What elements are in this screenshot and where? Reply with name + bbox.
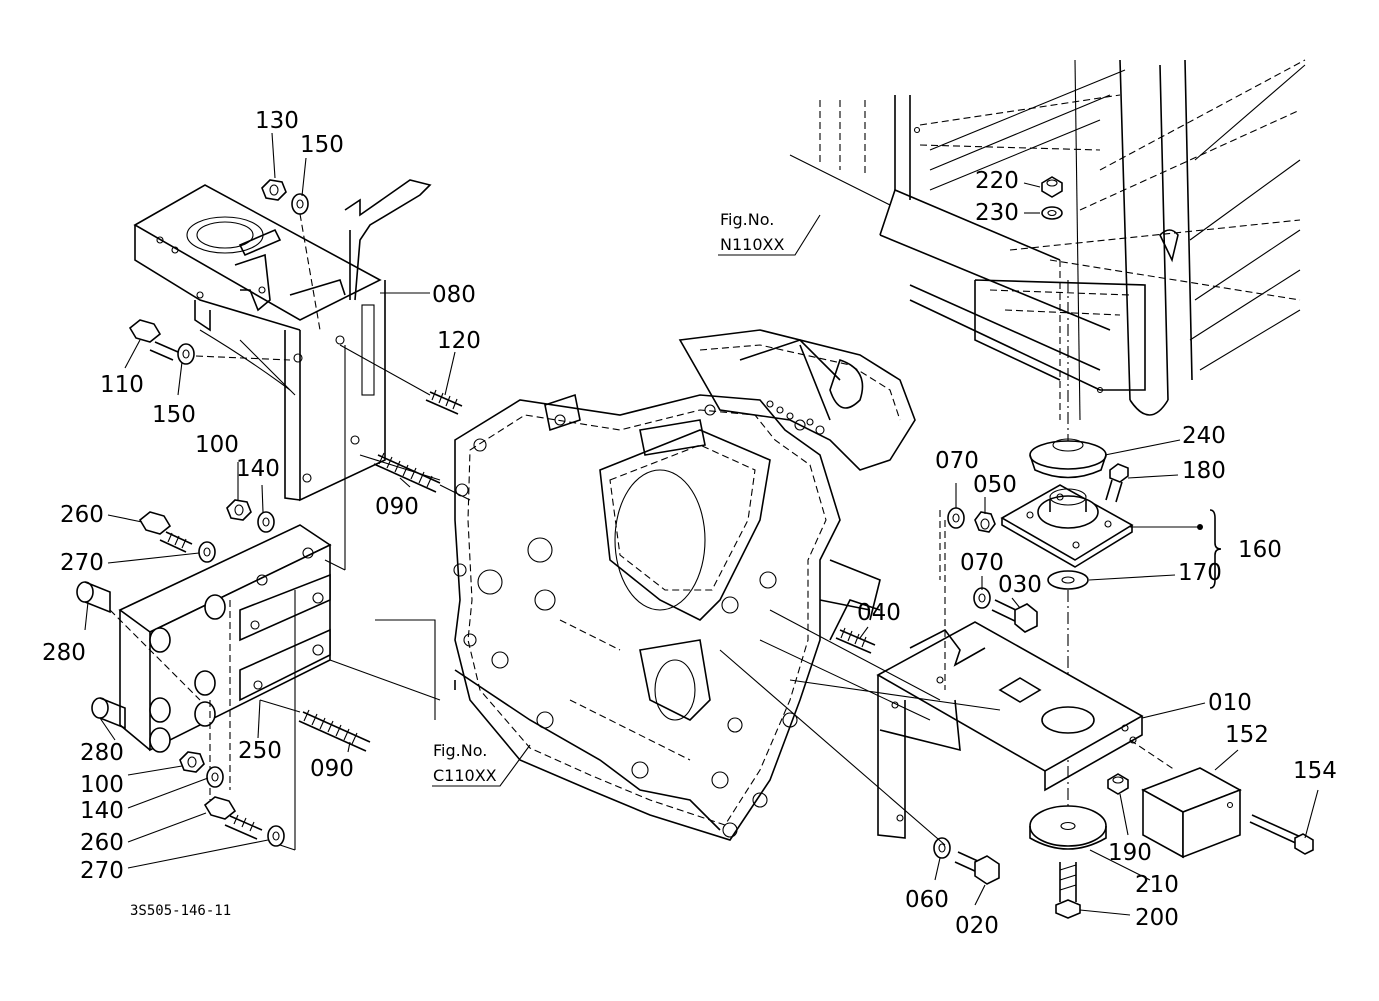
label-260-lower: 260	[80, 830, 124, 856]
label-230: 230	[975, 200, 1019, 226]
fig-ref-n110xx: Fig.No. N110XX	[720, 210, 784, 254]
fig-ref-center-line2: C110XX	[433, 766, 497, 785]
label-070-upper: 070	[935, 448, 979, 474]
engine-mount-160	[1000, 484, 1203, 568]
bolt-260-upper	[138, 511, 193, 553]
label-220: 220	[975, 168, 1019, 194]
label-170: 170	[1178, 560, 1222, 586]
label-020: 020	[955, 913, 999, 939]
leader-lines	[84, 132, 1319, 916]
washer-230	[1041, 206, 1063, 220]
cushion-210	[1029, 805, 1107, 850]
nut-190	[1107, 773, 1129, 795]
washer-060	[933, 837, 951, 859]
label-070-lower: 070	[960, 550, 1004, 576]
pin-280-lower	[91, 697, 126, 730]
washer-150-mid	[177, 343, 195, 365]
stud-090-upper	[373, 452, 441, 493]
label-190: 190	[1108, 840, 1152, 866]
nut-100-upper	[226, 499, 252, 521]
washer-070-lower	[973, 587, 991, 609]
label-150-mid: 150	[152, 402, 196, 428]
stud-090-lower	[298, 709, 371, 752]
washer-150-top	[291, 193, 309, 215]
bracket-080	[133, 179, 432, 502]
label-100-upper: 100	[195, 432, 239, 458]
label-250: 250	[238, 738, 282, 764]
part-labels: 130 150 080 110 150 120 100 140 090 260 …	[42, 108, 1337, 939]
washer-140-lower	[206, 766, 224, 788]
label-040: 040	[857, 600, 901, 626]
label-154: 154	[1293, 758, 1337, 784]
label-090-lower: 090	[310, 756, 354, 782]
label-200: 200	[1135, 905, 1179, 931]
washer-270-upper	[198, 541, 216, 563]
washer-170	[1047, 570, 1089, 590]
fig-ref-top-line1: Fig.No.	[720, 210, 774, 229]
label-010: 010	[1208, 690, 1252, 716]
fig-ref-center-line1: Fig.No.	[433, 741, 487, 760]
transmission-case	[453, 329, 916, 841]
label-180: 180	[1182, 458, 1226, 484]
washer-140-upper	[257, 511, 275, 533]
label-050: 050	[973, 472, 1017, 498]
bolt-260-lower	[203, 796, 263, 840]
label-280-lower: 280	[80, 740, 124, 766]
label-110: 110	[100, 372, 144, 398]
label-120: 120	[437, 328, 481, 354]
label-152: 152	[1225, 722, 1269, 748]
label-270-lower: 270	[80, 858, 124, 884]
label-060: 060	[905, 887, 949, 913]
label-160: 160	[1238, 537, 1282, 563]
block-152	[1141, 767, 1242, 859]
cab-frame	[789, 59, 1306, 421]
nut-100-lower	[179, 751, 205, 773]
plate-250	[118, 524, 332, 753]
washer-270-lower	[267, 825, 285, 847]
bolt-154	[1249, 814, 1314, 855]
label-240: 240	[1182, 423, 1226, 449]
group-bracket-160	[1209, 509, 1222, 589]
label-030: 030	[998, 572, 1042, 598]
fig-ref-c110xx: Fig.No. C110XX	[433, 741, 497, 785]
bolt-200	[1055, 862, 1081, 919]
label-130: 130	[255, 108, 299, 134]
label-270-upper: 270	[60, 550, 104, 576]
label-280-upper: 280	[42, 640, 86, 666]
pin-280-upper	[76, 581, 111, 614]
fig-ref-top-line2: N110XX	[720, 235, 784, 254]
cushion-240	[1029, 438, 1107, 479]
label-100-lower: 100	[80, 772, 124, 798]
stud-120	[425, 389, 463, 415]
bolt-180	[1105, 463, 1129, 503]
label-210: 210	[1135, 872, 1179, 898]
nut-220	[1041, 176, 1063, 198]
fig-ref-lines	[432, 214, 821, 787]
washer-070-upper	[947, 507, 965, 529]
drawing-code: 3S505-146-11	[130, 903, 231, 919]
label-260-upper: 260	[60, 502, 104, 528]
label-140-upper: 140	[236, 456, 280, 482]
label-090-upper: 090	[375, 494, 419, 520]
bolt-110	[128, 319, 179, 361]
stud-040	[835, 627, 876, 654]
label-150-top: 150	[300, 132, 344, 158]
bolt-020	[954, 851, 1000, 885]
nut-130	[261, 179, 287, 201]
bracket-010	[876, 621, 1144, 839]
bolt-030	[991, 599, 1038, 633]
label-080: 080	[432, 282, 476, 308]
label-140-lower: 140	[80, 798, 124, 824]
nut-050	[974, 511, 996, 533]
